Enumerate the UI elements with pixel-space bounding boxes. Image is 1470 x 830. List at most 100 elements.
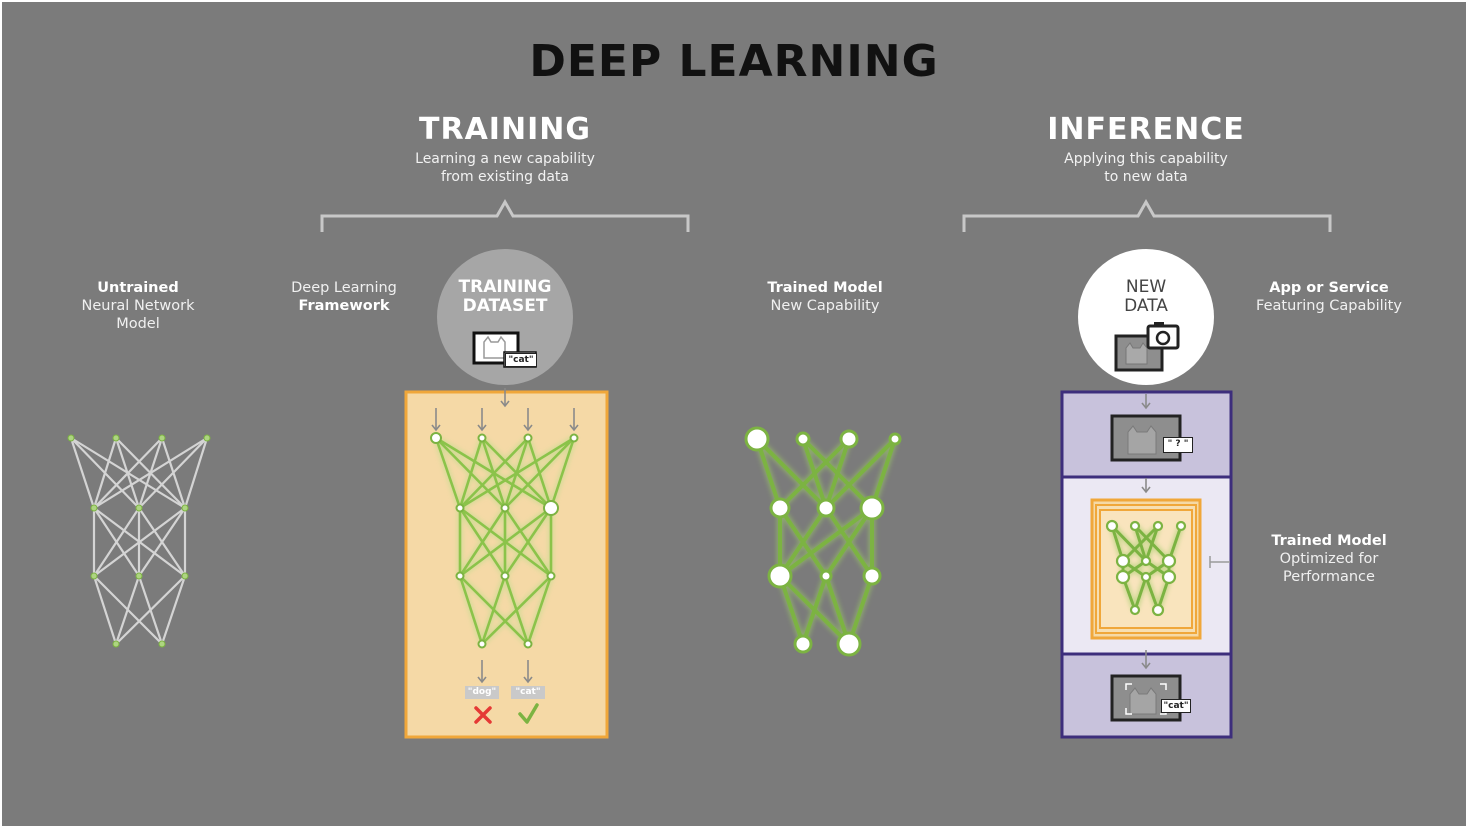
trained-network-node: [888, 432, 902, 446]
training-dataset-label: TRAINING DATASET: [445, 278, 565, 316]
trained-network-node: [859, 495, 885, 521]
main-title: DEEP LEARNING: [529, 36, 939, 87]
training-network-node: [455, 503, 465, 513]
training-network-node: [477, 433, 487, 443]
trained-label-line-1: Trained Model: [767, 280, 883, 296]
untrained-network-node: [112, 640, 120, 648]
output-cat-tag: "cat": [511, 686, 545, 699]
training-subtitle-line-2: from existing data: [441, 169, 569, 185]
camera-icon: [1114, 322, 1180, 372]
untrained-network: [67, 434, 211, 648]
training-network-edge: [503, 507, 553, 577]
arrow-down-icon: [477, 408, 487, 432]
untrained-network-edge: [92, 437, 118, 509]
trained-network-node: [767, 563, 793, 589]
training-network-edge: [458, 437, 484, 509]
untrained-network-node: [67, 434, 75, 442]
arrow-down-icon: [569, 408, 579, 432]
training-subtitle-line-1: Learning a new capability: [415, 151, 595, 167]
new-data-line-1: NEW: [1125, 277, 1167, 297]
untrained-network-node: [158, 640, 166, 648]
new-data-circle: [1078, 249, 1214, 385]
training-network-edge: [481, 575, 552, 645]
training-network: [430, 432, 579, 649]
arrow-down-icon: [500, 388, 510, 408]
trained-network-edge: [778, 506, 874, 578]
optimized-network-node: [1152, 520, 1164, 532]
untrained-network-node: [90, 504, 98, 512]
trained-network-node: [769, 497, 791, 519]
untrained-network-node: [181, 572, 189, 580]
arrow-down-icon: [477, 660, 487, 684]
untrained-network-edge: [183, 437, 209, 509]
optimized-label-line-2: Optimized for: [1279, 551, 1379, 567]
arrow-down-icon: [1141, 650, 1151, 670]
training-network-node: [455, 571, 465, 581]
optimized-network-node: [1129, 520, 1141, 532]
dataset-image-tag: "cat": [505, 353, 537, 367]
optimized-network-node: [1115, 569, 1131, 585]
optimized-model-label: Trained Model Optimized for Performance: [1249, 532, 1409, 586]
optimized-network-node: [1140, 555, 1152, 567]
trained-network-edge: [778, 437, 851, 510]
training-title: TRAINING: [419, 112, 591, 147]
arrow-down-icon: [431, 408, 441, 432]
untrained-network-edge: [160, 575, 187, 645]
inference-subtitle-line-1: Applying this capability: [1064, 151, 1228, 167]
training-network-edge: [459, 437, 529, 509]
optimized-model-stack: [1090, 498, 1202, 640]
untrained-network-edge: [93, 507, 186, 577]
arrow-down-icon: [523, 408, 533, 432]
training-network-edge: [459, 506, 552, 578]
untrained-network-edge: [138, 437, 208, 509]
untrained-network-node: [181, 504, 189, 512]
untrained-network-edge: [114, 575, 141, 645]
inference-title: INFERENCE: [1047, 112, 1245, 147]
training-network-node: [546, 571, 556, 581]
optimized-network-node: [1151, 603, 1165, 617]
untrained-network-edge: [115, 575, 186, 645]
training-network-node: [543, 500, 559, 516]
framework-label-line-2: Framework: [298, 298, 390, 314]
optimized-network-edge: [1133, 576, 1148, 611]
trained-network-node: [862, 566, 882, 586]
untrained-network-node: [203, 434, 211, 442]
training-network-edge: [434, 437, 462, 509]
training-network-node: [523, 639, 533, 649]
training-network-edge: [458, 507, 507, 577]
arrow-down-icon: [1141, 394, 1151, 410]
untrained-network-node: [135, 572, 143, 580]
trained-network-node: [744, 426, 770, 452]
training-network-edge: [459, 436, 575, 510]
training-network-edge: [504, 437, 575, 509]
inference-bracket: [962, 198, 1332, 232]
optimized-network-edge: [1110, 524, 1148, 563]
optimized-network-node: [1161, 553, 1177, 569]
trained-network: [744, 426, 902, 657]
optimized-network-node: [1175, 520, 1187, 532]
training-network-edge: [526, 575, 553, 645]
optimized-network-node: [1129, 604, 1141, 616]
inference-subtitle-line-2: to new data: [1104, 169, 1188, 185]
trained-network-node: [819, 569, 833, 583]
trained-network-node: [839, 429, 859, 449]
training-network-edge: [480, 575, 507, 645]
trained-network-node: [795, 431, 811, 447]
x-mark-icon: [474, 706, 492, 724]
trained-network-edge: [778, 574, 851, 646]
untrained-network-edge: [92, 575, 118, 645]
query-tag: " ? ": [1163, 437, 1193, 453]
training-subtitle: Learning a new capability from existing …: [385, 150, 625, 186]
optimized-network-node: [1161, 569, 1177, 585]
optimized-label-line-1: Trained Model: [1271, 533, 1387, 549]
check-mark-icon: [518, 703, 539, 724]
optimized-network: [1105, 519, 1187, 617]
trained-network-edge: [824, 438, 851, 509]
trained-model-label: Trained Model New Capability: [745, 279, 905, 315]
untrained-label-line-1: Untrained: [97, 280, 179, 296]
output-dog-tag: "dog": [465, 686, 499, 699]
new-data-label: NEW DATA: [1096, 278, 1196, 316]
inference-subtitle: Applying this capability to new data: [1026, 150, 1266, 186]
arrow-down-icon: [523, 660, 533, 684]
